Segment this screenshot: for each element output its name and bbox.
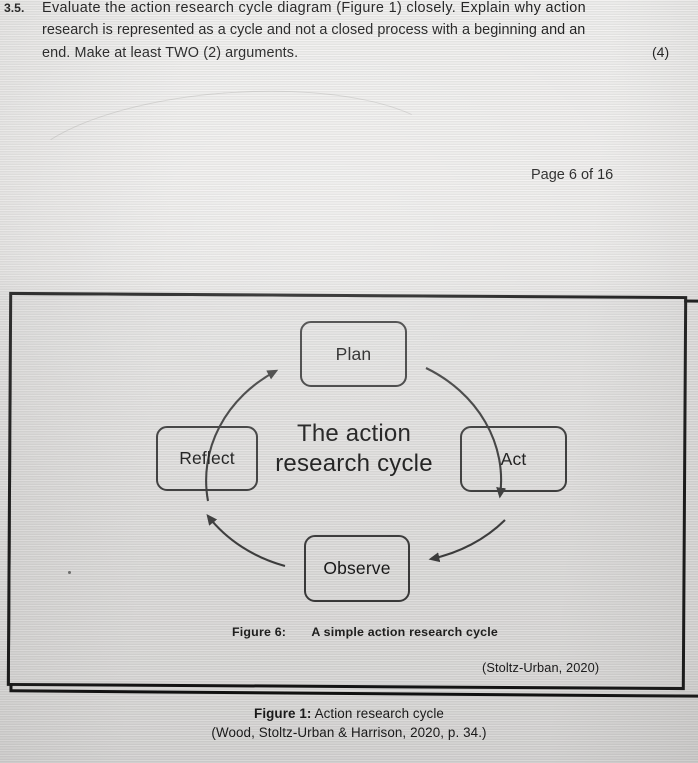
question-line-1: Evaluate the action research cycle diagr… <box>42 0 586 16</box>
arc-act-to-observe <box>428 519 506 563</box>
cycle-center-title-line-1: The action <box>296 420 412 447</box>
figure-1-caption-line-1: Figure 1: Action research cycle <box>0 704 698 723</box>
cycle-node-observe-label: Observe <box>323 558 391 578</box>
cycle-center-title: The action research cycle <box>254 419 454 479</box>
figure-1-caption-label: Figure 1: <box>254 706 312 721</box>
arc-observe-to-reflect <box>206 514 286 568</box>
cycle-node-reflect[interactable]: Reflect <box>156 426 258 491</box>
figure-6-caption-label: Figure 6: <box>232 625 287 639</box>
figure-content: Plan Act Observe Reflect The action rese… <box>8 294 686 688</box>
figure-6-caption: Figure 6: A simple action research cycle <box>232 625 498 639</box>
cycle-node-act[interactable]: Act <box>460 426 567 492</box>
figure-6-caption-text: A simple action research cycle <box>311 625 498 639</box>
cycle-node-reflect-label: Reflect <box>179 448 235 468</box>
question-line-3: end. Make at least TWO (2) arguments. <box>42 45 299 61</box>
question-marks: (4) <box>652 44 670 60</box>
arc-plan-to-act <box>425 367 507 499</box>
photo-speck-artifact <box>68 571 71 574</box>
cycle-node-plan[interactable]: Plan <box>300 321 407 387</box>
action-research-cycle-diagram: Plan Act Observe Reflect The action rese… <box>128 316 588 616</box>
cycle-center-title-line-2: research cycle <box>275 450 433 477</box>
question-number: 3.5. <box>4 1 25 15</box>
cycle-node-act-label: Act <box>500 448 527 469</box>
cycle-node-plan-label: Plan <box>335 343 372 364</box>
figure-1-caption: Figure 1: Action research cycle (Wood, S… <box>0 704 698 742</box>
question-line-2: research is represented as a cycle and n… <box>42 22 586 38</box>
screen-reflection-arc <box>13 77 455 259</box>
figure-1-caption-line-2: (Wood, Stoltz-Urban & Harrison, 2020, p.… <box>211 725 487 740</box>
page-number-label: Page 6 of 16 <box>531 167 614 183</box>
cycle-node-observe[interactable]: Observe <box>304 535 410 602</box>
figure-6-source-citation: (Stoltz-Urban, 2020) <box>482 660 600 675</box>
figure-1-caption-text: Action research cycle <box>311 706 444 721</box>
